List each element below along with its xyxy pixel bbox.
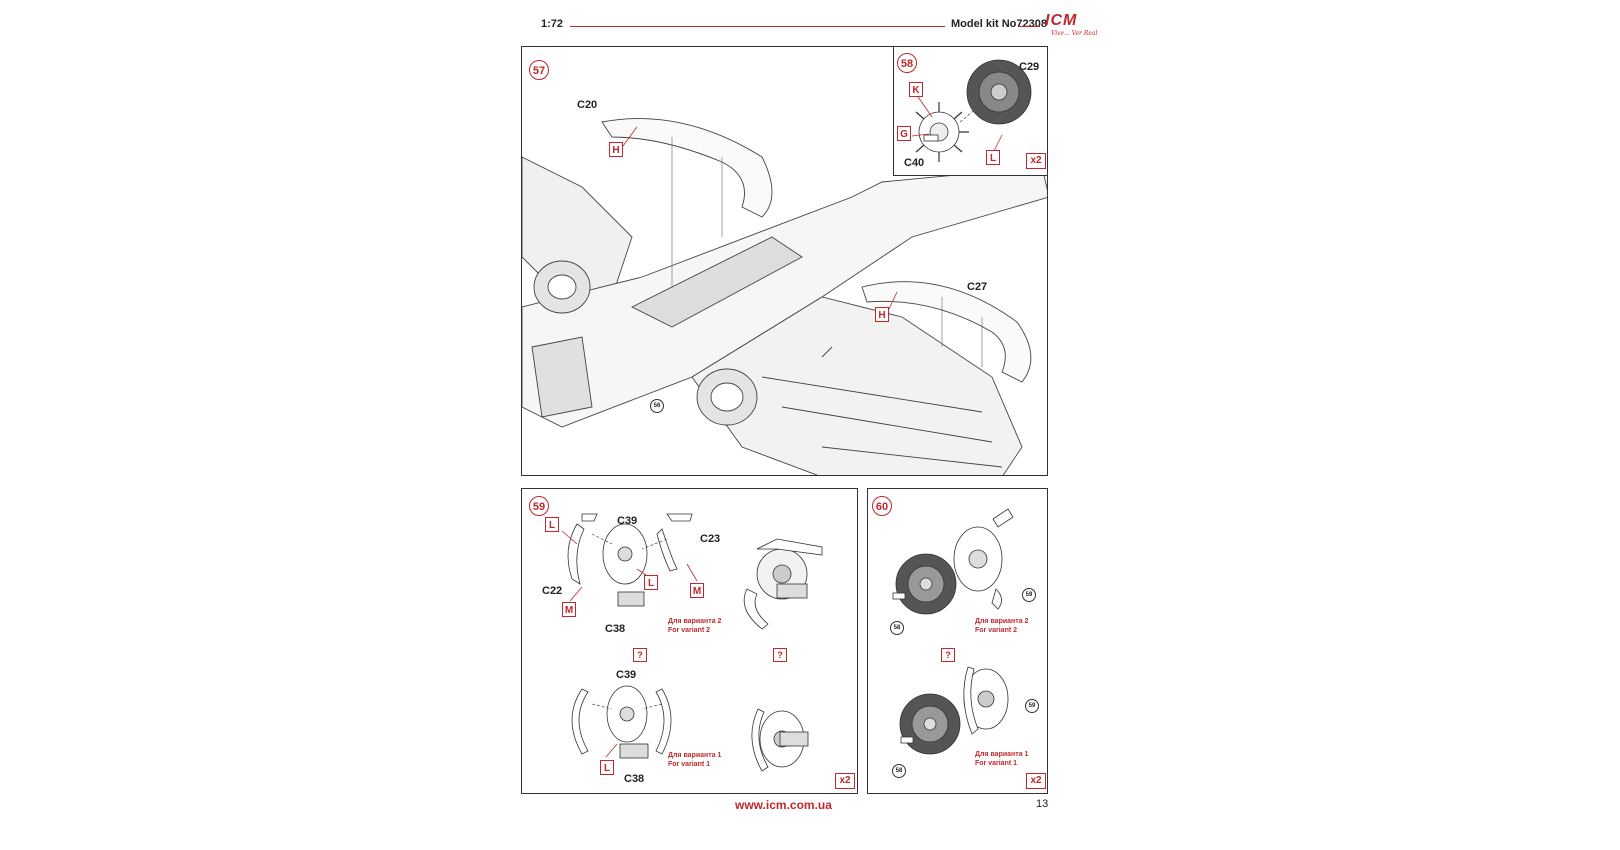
marker-l-center: L: [644, 575, 658, 590]
ref-step-58-bottom: 58: [892, 764, 906, 778]
part-c39-top-label: C39: [617, 515, 638, 527]
part-c38-top-label: C38: [605, 623, 626, 635]
scale-label: 1:72: [541, 18, 564, 30]
variant-2-note: Для варианта 2 For variant 2: [668, 617, 721, 635]
marker-l: L: [986, 150, 1000, 165]
ref-step-59-bottom: 59: [1025, 699, 1039, 713]
exhaust-drawing: [561, 513, 823, 772]
aircraft-drawing: [522, 118, 1047, 475]
part-c20-label: C20: [577, 99, 598, 111]
part-c39-bottom-label: C39: [616, 669, 637, 681]
part-c38-bottom-label: C38: [624, 773, 645, 785]
multiplier-badge: x2: [1026, 153, 1046, 169]
step-59-panel: 59 C39 C23 C22 C38 C39 C38 L L M M L Для…: [521, 488, 858, 794]
logo-text: ICM: [1045, 12, 1078, 29]
marker-g: G: [897, 126, 911, 141]
unknown-part-marker-left: ?: [633, 648, 647, 662]
part-c40-label: C40: [904, 157, 925, 169]
variant-1-en-60: For variant 1: [975, 760, 1018, 767]
multiplier-badge-59: x2: [835, 773, 855, 789]
part-c22-label: C22: [542, 585, 563, 597]
variant-2-ru: Для варианта 2: [668, 618, 722, 625]
multiplier-badge-60: x2: [1026, 773, 1046, 789]
step-58-panel: 58 C29 C40 K G L x2: [893, 46, 1048, 176]
variant-1-en: For variant 1: [668, 761, 711, 768]
part-c27-label: C27: [967, 281, 988, 293]
variant-1-ru-60: Для варианта 1: [975, 751, 1029, 758]
header-rule: [570, 26, 945, 27]
ref-step-56: 56: [650, 399, 664, 413]
marker-k: K: [909, 82, 923, 97]
variant-2-ru-60: Для варианта 2: [975, 618, 1029, 625]
part-c29-label: C29: [1019, 61, 1040, 73]
step-59-badge: 59: [529, 496, 549, 516]
engine-exhaust-drawing: [892, 508, 1014, 755]
unknown-part-marker: ?: [941, 648, 955, 662]
variant-1-note-60: Для варианта 1 For variant 1: [975, 750, 1028, 768]
variant-1-ru: Для варианта 1: [668, 752, 722, 759]
marker-l-bottom: L: [600, 760, 614, 775]
icm-logo: ICM Vive... Ver Real: [1045, 12, 1107, 42]
ref-step-58-top: 58: [890, 621, 904, 635]
header-rule-short: [1020, 26, 1040, 27]
marker-h-left: H: [609, 142, 623, 157]
logo-tagline: Vive... Ver Real: [1051, 30, 1098, 37]
variant-2-en: For variant 2: [668, 627, 711, 634]
marker-l-left: L: [545, 517, 559, 532]
kit-number: Model kit No72308: [951, 18, 1047, 30]
step-60-panel: 60 59 58 59 58 Для варианта 2 For varian…: [867, 488, 1048, 794]
page-number: 13: [1036, 798, 1049, 810]
variant-2-note-60: Для варианта 2 For variant 2: [975, 617, 1028, 635]
marker-h-right: H: [875, 307, 889, 322]
step-57-badge: 57: [529, 60, 549, 80]
unknown-part-marker-right: ?: [773, 648, 787, 662]
step-58-badge: 58: [897, 53, 917, 73]
variant-2-en-60: For variant 2: [975, 627, 1018, 634]
variant-1-note: Для варианта 1 For variant 1: [668, 751, 721, 769]
part-c23-label: C23: [700, 533, 721, 545]
marker-m-right: M: [690, 583, 704, 598]
marker-m-left: M: [562, 602, 576, 617]
ref-step-59-top: 59: [1022, 588, 1036, 602]
engine-drawing: [911, 59, 1032, 162]
step-60-badge: 60: [872, 496, 892, 516]
website-url[interactable]: www.icm.com.ua: [735, 798, 832, 812]
